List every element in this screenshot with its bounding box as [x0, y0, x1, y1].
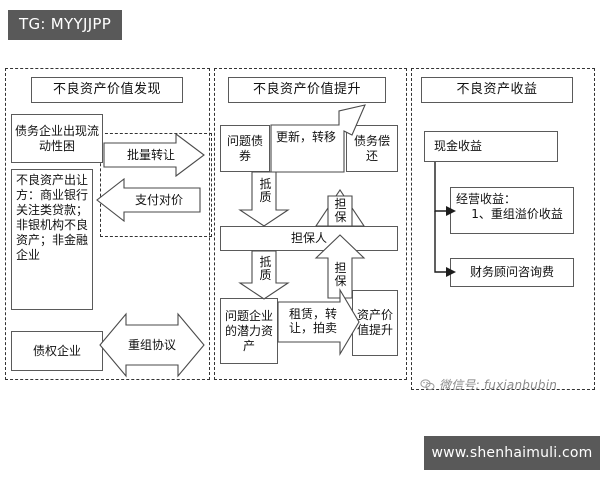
- arrow-renew-transfer-label: 更新，转移: [276, 130, 337, 144]
- arrow-bulk-transfer-label: 批量转让: [126, 148, 175, 162]
- box-cash-return-label: 现金收益: [434, 139, 483, 153]
- box-advisory-fee-label: 财务顾问咨询费: [469, 265, 554, 279]
- wechat-icon: [420, 378, 435, 390]
- box-guarantor-label: 担保人: [290, 231, 327, 245]
- arrow-guarantee-lower-label: 担保: [334, 261, 347, 288]
- wechat-watermark: 微信号: fuxianbubin: [420, 376, 557, 393]
- box-cash-return: 现金收益: [424, 131, 558, 162]
- arrow-guarantee-upper-label: 担保: [334, 197, 347, 224]
- box-npa-seller-label: 不良资产出让方：商业银行关注类贷款；非银机构不良资产；非金融企业: [16, 173, 89, 262]
- box-guarantor: 担保人: [220, 226, 398, 251]
- box-operating-return: 经营收益： 1、重组溢价收益: [450, 187, 574, 234]
- arrow-restructuring-agreement-label: 重组协议: [127, 338, 176, 352]
- column-value-enhancement: [214, 68, 407, 380]
- box-advisory-fee: 财务顾问咨询费: [450, 258, 574, 287]
- arrow-lease-transfer-auction-label: 租赁，转让，拍卖: [288, 307, 337, 336]
- box-creditor-enterprise: 债权企业: [11, 331, 103, 371]
- header-value-enhancement: 不良资产价值提升: [228, 77, 386, 103]
- arrow-pledge-upper-label: 抵质: [259, 177, 272, 204]
- box-problem-company-assets-label: 问题企业的潜力资产: [224, 308, 273, 353]
- box-asset-value-uplift: 资产价值提升: [352, 290, 398, 356]
- box-npa-seller: 不良资产出让方：商业银行关注类贷款；非银机构不良资产；非金融企业: [11, 169, 93, 310]
- box-problem-bond: 问题债券: [220, 125, 270, 172]
- wechat-watermark-text: 微信号: fuxianbubin: [439, 378, 558, 392]
- box-debtor-enterprise-label: 债务企业出现流动性困: [15, 123, 100, 153]
- header-npa-returns: 不良资产收益: [421, 77, 573, 103]
- box-operating-return-label: 经营收益： 1、重组溢价收益: [456, 192, 563, 221]
- header-value-discovery: 不良资产价值发现: [31, 77, 183, 103]
- footer-url-text: www.shenhaimuli.com: [431, 445, 593, 461]
- column-npa-returns: [411, 68, 595, 390]
- arrow-pay-consideration-label: 支付对价: [134, 193, 183, 207]
- footer-url-bar: www.shenhaimuli.com: [424, 436, 600, 470]
- box-debt-repayment: 债务偿还: [346, 125, 398, 172]
- box-creditor-enterprise-label: 债权企业: [32, 343, 81, 358]
- box-debt-repayment-label: 债务偿还: [353, 133, 390, 163]
- tg-badge: TG: MYYJJPP: [8, 10, 123, 40]
- box-problem-company-assets: 问题企业的潜力资产: [220, 298, 278, 364]
- arrow-pledge-lower-label: 抵质: [259, 255, 272, 282]
- box-problem-bond-label: 问题债券: [226, 133, 263, 163]
- box-debtor-enterprise: 债务企业出现流动性困: [11, 114, 103, 163]
- box-asset-value-uplift-label: 资产价值提升: [356, 308, 393, 337]
